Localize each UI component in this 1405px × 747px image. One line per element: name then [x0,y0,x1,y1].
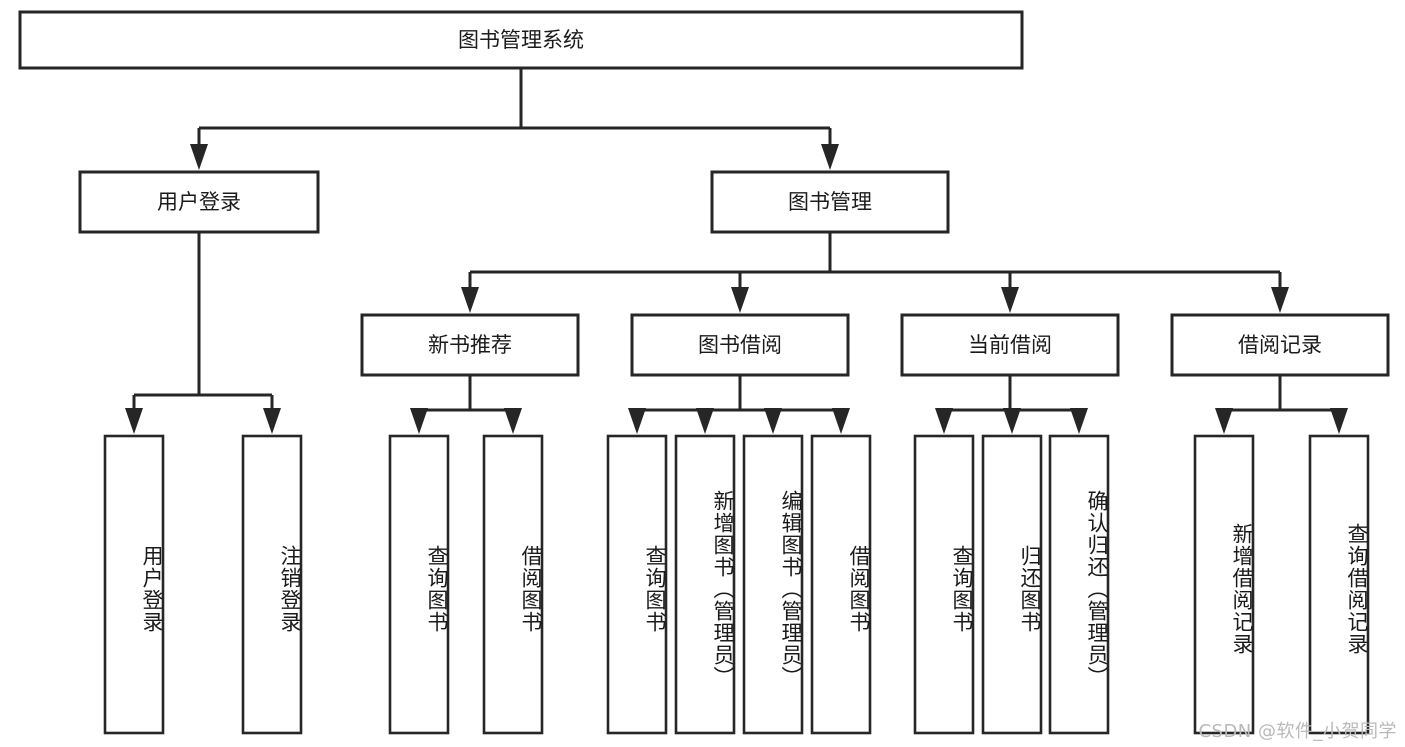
connector-user-login-arrow-1 [263,408,281,434]
connector-borrow-record-arrow-0 [1215,408,1233,434]
node-label-book-management: 图书管理 [788,190,872,214]
watermark-text: CSDN @软件_小贺同学 [1198,721,1397,742]
connector-current-borrow-arrow-1 [1003,408,1021,434]
connector-bookmgmt-arrow-2 [1001,287,1019,313]
node-box-leaf-user-login[interactable] [103,434,165,735]
connector-user-login-arrow-0 [125,408,143,434]
node-box-leaf-edit-book[interactable] [742,434,804,735]
node-label-book-borrow: 图书借阅 [698,333,782,357]
connector-bookmgmt-arrow-3 [1271,287,1289,313]
connector-root-arrow-1 [821,144,839,170]
node-box-leaf-return-book[interactable] [981,434,1043,735]
node-box-leaf-query-book-3[interactable] [913,434,975,735]
connector-bookmgmt-arrow-0 [461,287,479,313]
node-box-borrow-record[interactable] [1170,313,1390,377]
node-box-leaf-borrow-book-2[interactable] [810,434,872,735]
node-label-new-book-recommend: 新书推荐 [428,333,512,357]
connector-book-borrow-arrow-0 [628,408,646,434]
node-box-leaf-add-record[interactable] [1193,434,1255,735]
node-box-leaf-query-book-2[interactable] [606,434,668,735]
node-box-leaf-query-book-1[interactable] [388,434,450,735]
connector-book-borrow-arrow-3 [832,408,850,434]
node-box-user-login[interactable] [78,170,320,234]
node-label-user-login: 用户登录 [157,190,241,214]
node-box-leaf-borrow-book-1[interactable] [482,434,544,735]
node-box-book-borrow[interactable] [630,313,850,377]
connector-new-book-recommend-arrow-0 [410,408,428,434]
node-box-current-borrow[interactable] [900,313,1120,377]
connector-root-arrow-0 [190,144,208,170]
node-box-leaf-logout[interactable] [241,434,303,735]
connector-book-borrow-arrow-1 [696,408,714,434]
node-label-borrow-record: 借阅记录 [1238,333,1322,357]
node-label-root: 图书管理系统 [458,28,584,52]
connector-current-borrow-arrow-2 [1070,408,1088,434]
node-box-new-book-recommend[interactable] [360,313,580,377]
connector-borrow-record-arrow-1 [1330,408,1348,434]
connector-bookmgmt-arrow-1 [731,287,749,313]
connector-book-borrow-arrow-2 [764,408,782,434]
node-label-current-borrow: 当前借阅 [968,333,1052,357]
node-box-leaf-query-record[interactable] [1308,434,1370,735]
node-box-leaf-add-book[interactable] [674,434,736,735]
connector-layer [125,68,1348,434]
connector-new-book-recommend-arrow-1 [504,408,522,434]
node-box-book-management[interactable] [710,170,950,234]
connector-current-borrow-arrow-0 [935,408,953,434]
node-box-root[interactable] [18,10,1024,70]
node-box-leaf-confirm-return[interactable] [1048,434,1110,735]
